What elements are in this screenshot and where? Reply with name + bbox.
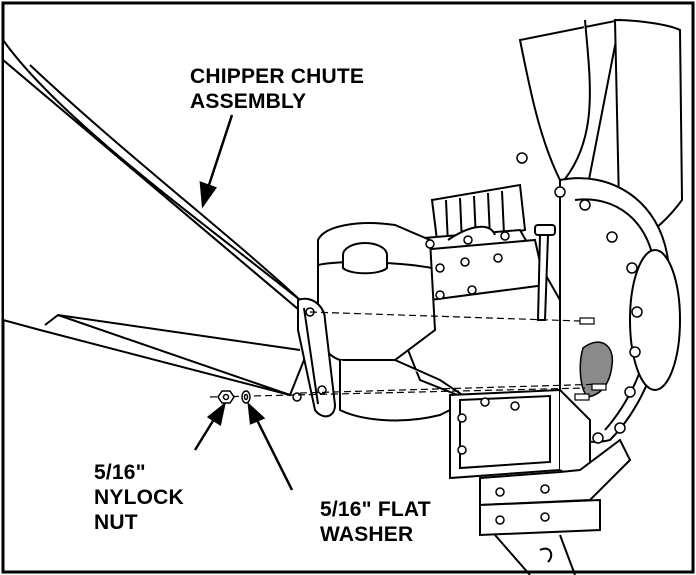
assembly-lines [209,311,606,398]
label-flat-washer-line1: 5/16" FLAT [320,498,431,521]
nylock-nut-icon [217,390,235,404]
label-nylock-nut-line3: NUT [94,511,138,534]
housing-bolts [516,152,643,444]
flat-washer-icon [241,390,251,404]
label-chipper-chute-assembly: CHIPPER CHUTE ASSEMBLY [190,64,364,114]
mounting-studs [574,317,607,401]
label-nylock-nut: 5/16" NYLOCK NUT [94,460,184,535]
label-flat-washer: 5/16" FLAT WASHER [320,497,431,547]
label-chipper-chute-line1: CHIPPER CHUTE [190,65,365,88]
frame-bolts [457,397,550,525]
label-flat-washer-line2: WASHER [320,523,414,546]
mount-frame [449,388,632,575]
label-nylock-nut-line2: NYLOCK [94,486,184,509]
engine-studs [425,231,510,300]
label-nylock-nut-line1: 5/16" [94,461,146,484]
leader-arrows [193,114,294,491]
chipper-chute [1,36,337,418]
label-chipper-chute-line2: ASSEMBLY [190,90,307,113]
